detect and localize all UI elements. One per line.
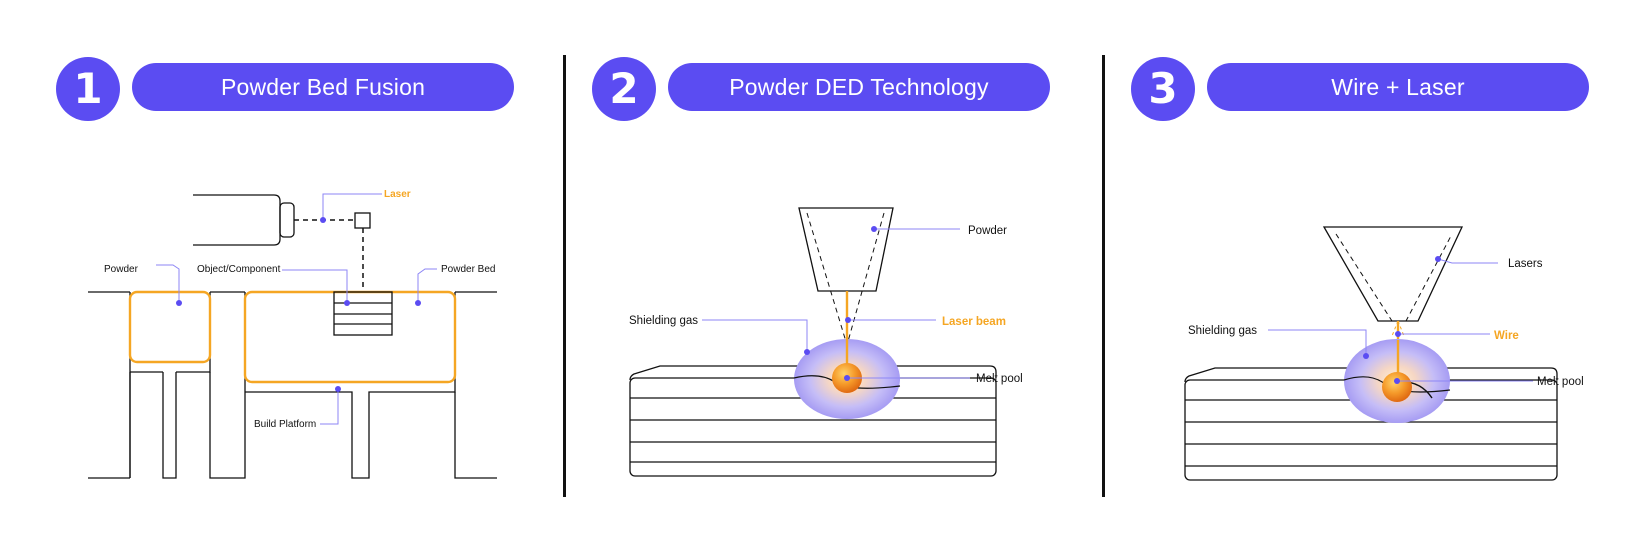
label-laser: Laser <box>384 189 411 200</box>
label-wire: Wire <box>1494 330 1519 342</box>
label-object-component: Object/Component <box>197 264 281 275</box>
step-3-badge: 3 <box>1131 57 1195 121</box>
machine-frame <box>88 291 497 479</box>
label-powder: Powder <box>104 264 139 275</box>
laser-head-cone <box>1322 226 1464 322</box>
label-shielding-gas-2: Shielding gas <box>629 315 698 327</box>
label-shielding-gas-3: Shielding gas <box>1188 325 1257 337</box>
label-powder-2: Powder <box>968 225 1007 237</box>
label-build-platform: Build Platform <box>254 419 316 430</box>
panel-3-title: Wire + Laser <box>1207 63 1589 111</box>
step-2-badge: 2 <box>592 57 656 121</box>
powder-reservoir <box>128 290 212 364</box>
melt-pool-3 <box>1382 372 1412 402</box>
label-powder-bed: Powder Bed <box>441 264 495 275</box>
powder-bed-fusion-diagram: Laser Powder Object/Component Powder Bed… <box>88 189 497 479</box>
laser-head <box>193 194 295 246</box>
label-laser-beam: Laser beam <box>942 316 1006 328</box>
wire-laser-diagram: Lasers Wire Shielding gas Melt pool <box>1184 226 1584 481</box>
label-lasers: Lasers <box>1508 258 1543 270</box>
object-component <box>333 291 393 336</box>
divider-1 <box>563 55 566 497</box>
powder-ded-diagram: Powder Laser beam Shielding gas Melt poo… <box>629 207 1023 477</box>
powder-nozzle <box>798 207 894 292</box>
label-melt-pool-3: Melt pool <box>1537 376 1584 388</box>
divider-2 <box>1102 55 1105 497</box>
label-melt-pool-2: Melt pool <box>976 373 1023 385</box>
mirror <box>354 212 371 229</box>
powder-bed <box>243 290 457 384</box>
panel-2-title: Powder DED Technology <box>668 63 1050 111</box>
panel-1-title: Powder Bed Fusion <box>132 63 514 111</box>
step-1-badge: 1 <box>56 57 120 121</box>
